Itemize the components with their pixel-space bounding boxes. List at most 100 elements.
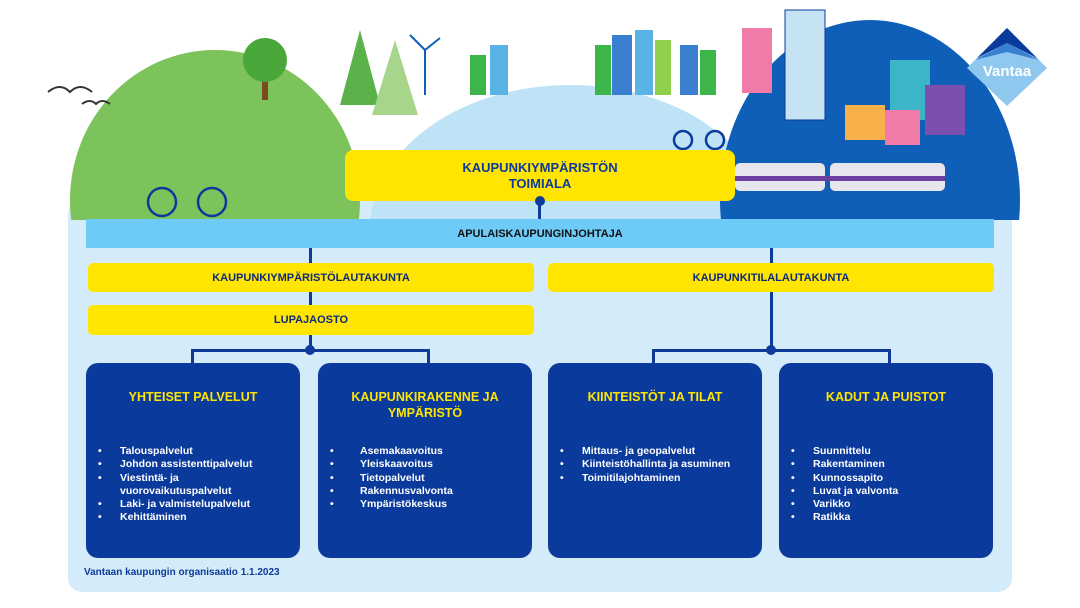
bullet-icon: • bbox=[560, 458, 564, 471]
bullet-icon: • bbox=[330, 484, 334, 497]
list-item: • Viestintä- ja vuorovaikutuspalvelut bbox=[98, 472, 288, 499]
bullet-icon: • bbox=[98, 511, 102, 524]
bullet-icon: • bbox=[560, 471, 564, 484]
bullet-icon: • bbox=[98, 458, 102, 471]
logo-text: Vantaa bbox=[983, 63, 1032, 80]
division-title-line2: TOIMIALA bbox=[508, 175, 572, 191]
list-item-text: Talouspalvelut bbox=[120, 445, 193, 457]
list-item-text: Rakentaminen bbox=[813, 458, 885, 471]
list-item: • Ympäristökeskus bbox=[330, 498, 520, 511]
list-item-text: Asemakaavoitus bbox=[360, 445, 443, 457]
division-title-box: KAUPUNKIYMPÄRISTÖN TOIMIALA bbox=[345, 150, 735, 201]
bullet-icon: • bbox=[791, 471, 795, 484]
list-item-text: Ympäristökeskus bbox=[360, 498, 447, 511]
list-item-text: Mittaus- ja geopalvelut bbox=[582, 445, 696, 457]
bullet-icon: • bbox=[98, 471, 102, 484]
bullet-icon: • bbox=[330, 471, 334, 484]
vantaa-logo[interactable]: Vantaa bbox=[967, 28, 1047, 106]
list-item: • Talouspalvelut bbox=[98, 445, 288, 458]
list-item: •Varikko bbox=[791, 498, 981, 511]
connector-line bbox=[191, 349, 430, 352]
unit-list: • Talouspalvelut • Johdon assistenttipalvel… bbox=[98, 445, 288, 525]
unit-list: • Mittaus- ja geopalvelut • Kiinteistöhalli… bbox=[560, 445, 750, 485]
connector-line bbox=[309, 335, 312, 350]
list-item: • Asemakaavoitus bbox=[330, 445, 520, 458]
board-right-label: KAUPUNKITILALAUTAKUNTA bbox=[692, 271, 850, 284]
list-item: • Suunnittelu bbox=[791, 445, 981, 458]
list-item-text: Kunnossapito bbox=[813, 471, 883, 484]
list-item-text: Varikko bbox=[813, 498, 851, 511]
list-item-text: Toimitilajohtaminen bbox=[582, 471, 681, 484]
list-item: • Toimitilajohtaminen bbox=[560, 472, 750, 485]
unit-list: • Asemakaavoitus • Yleiskaavoitus • Tietopalv… bbox=[330, 445, 520, 511]
list-item: • Luvat ja valvonta bbox=[791, 485, 981, 498]
list-item-text: Laki- ja valmistelupalvelut bbox=[120, 498, 251, 511]
buildings-icon bbox=[470, 9, 965, 145]
list-item: • Kunnossapito bbox=[791, 472, 981, 485]
list-item: • Kiinteistöhallinta ja asuminen bbox=[560, 458, 750, 471]
division-title-line1: KAUPUNKIYMPÄRISTÖN bbox=[462, 159, 618, 175]
bicycle-icon bbox=[146, 129, 726, 218]
list-item: • Tietopalvelut bbox=[330, 472, 520, 485]
list-item: • Mittaus- ja geopalvelut bbox=[560, 445, 750, 458]
bullet-icon: • bbox=[791, 445, 795, 457]
unit-title: YHTEISET PALVELUT bbox=[128, 390, 258, 404]
unit-card: KAUPUNKIRAKENNE JA YMPÄRISTÖ • Asemakaavoi… bbox=[318, 363, 532, 558]
connector-line bbox=[309, 248, 312, 263]
board-right: KAUPUNKITILALAUTAKUNTA bbox=[548, 263, 994, 292]
trees-icon bbox=[243, 30, 418, 115]
tram-icon bbox=[735, 163, 945, 191]
bullet-icon: • bbox=[791, 511, 795, 524]
connector-line bbox=[770, 248, 773, 263]
bullet-icon: • bbox=[791, 458, 795, 471]
list-item-text: Luvat ja valvonta bbox=[813, 484, 899, 497]
unit-list: • Suunnittelu • Rakentaminen • Kunnossapito • L… bbox=[791, 445, 981, 525]
footer-caption: Vantaan kaupungin organisaatio 1.1.2023 bbox=[84, 567, 280, 578]
list-item: • Laki- ja valmistelupalvelut bbox=[98, 498, 288, 511]
bullet-icon: • bbox=[98, 498, 102, 511]
list-item-text: Johdon assistenttipalvelut bbox=[120, 458, 253, 471]
board-left: KAUPUNKIYMPÄRISTÖLAUTAKUNTA bbox=[88, 263, 534, 292]
list-item-text: Rakennusvalvonta bbox=[360, 484, 453, 497]
bullet-icon: • bbox=[330, 445, 334, 457]
unit-title: KADUT JA PUISTOT bbox=[825, 390, 947, 404]
unit-title: KIINTEISTÖT JA TILAT bbox=[587, 390, 723, 404]
connector-line bbox=[191, 349, 194, 363]
list-item-text: Viestintä- ja vuorovaikutuspalvelut bbox=[120, 471, 232, 497]
unit-card: KIINTEISTÖT JA TILAT • Mittaus- ja geopalv… bbox=[548, 363, 762, 558]
connector-line bbox=[652, 349, 655, 363]
subboard-left: LUPAJAOSTO bbox=[88, 305, 534, 335]
deputy-mayor-label: APULAISKAUPUNGINJOHTAJA bbox=[457, 227, 623, 240]
unit-card: YHTEISET PALVELUT • Talouspalvelut • Johdon … bbox=[86, 363, 300, 558]
list-item: • Yleiskaavoitus bbox=[330, 458, 520, 471]
deputy-mayor-bar: APULAISKAUPUNGINJOHTAJA bbox=[86, 219, 994, 248]
green-hill bbox=[70, 50, 360, 220]
list-item-text: Kiinteistöhallinta ja asuminen bbox=[582, 458, 731, 471]
list-item: • Ratikka bbox=[791, 511, 981, 524]
bullet-icon: • bbox=[560, 445, 564, 457]
list-item: • Rakennusvalvonta bbox=[330, 485, 520, 498]
list-item: • Johdon assistenttipalvelut bbox=[98, 458, 288, 471]
list-item: • Rakentaminen bbox=[791, 458, 981, 471]
bullet-icon: • bbox=[330, 498, 334, 511]
bullet-icon: • bbox=[791, 484, 795, 497]
list-item-text: Ratikka bbox=[813, 511, 851, 524]
subboard-label: LUPAJAOSTO bbox=[273, 314, 349, 326]
connector-line bbox=[770, 292, 773, 350]
bullet-icon: • bbox=[98, 445, 102, 457]
list-item-text: Suunnittelu bbox=[813, 445, 871, 457]
birds-icon bbox=[47, 86, 111, 106]
list-item: • Kehittäminen bbox=[98, 511, 288, 524]
list-item-text: Yleiskaavoitus bbox=[360, 458, 433, 471]
board-left-label: KAUPUNKIYMPÄRISTÖLAUTAKUNTA bbox=[212, 271, 410, 284]
connector-line bbox=[309, 292, 312, 305]
list-item-text: Kehittäminen bbox=[120, 511, 187, 524]
unit-card: KADUT JA PUISTOT • Suunnittelu • Rakentamine… bbox=[779, 363, 993, 558]
connector-line bbox=[427, 349, 430, 363]
connector-line bbox=[538, 200, 541, 219]
connector-line bbox=[652, 349, 891, 352]
unit-title: KAUPUNKIRAKENNE JA YMPÄRISTÖ bbox=[351, 390, 499, 420]
bullet-icon: • bbox=[330, 458, 334, 471]
list-item-text: Tietopalvelut bbox=[360, 471, 425, 484]
wind-turbine-icon bbox=[409, 34, 441, 95]
